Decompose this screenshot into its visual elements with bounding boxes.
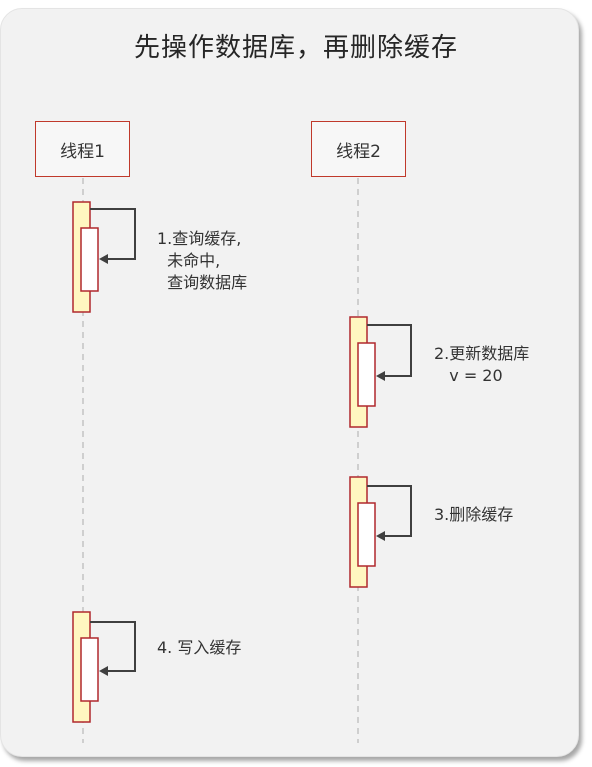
step-4-label: 4. 写入缓存 xyxy=(157,638,242,657)
actor-thread-2: 线程2 xyxy=(311,121,406,177)
step-3-label: 3.删除缓存 xyxy=(434,505,514,524)
step-1-label: 1.查询缓存, 未命中, 查询数据库 xyxy=(157,229,248,292)
actor-thread-1: 线程1 xyxy=(35,121,130,177)
activation-step-4 xyxy=(72,611,136,723)
step-2-label: 2.更新数据库 v = 20 xyxy=(434,344,530,385)
diagram-title: 先操作数据库，再删除缓存 xyxy=(133,33,458,63)
activation-step-3 xyxy=(349,476,412,588)
activation-step-2 xyxy=(349,316,412,428)
activation-step-1 xyxy=(72,201,136,313)
